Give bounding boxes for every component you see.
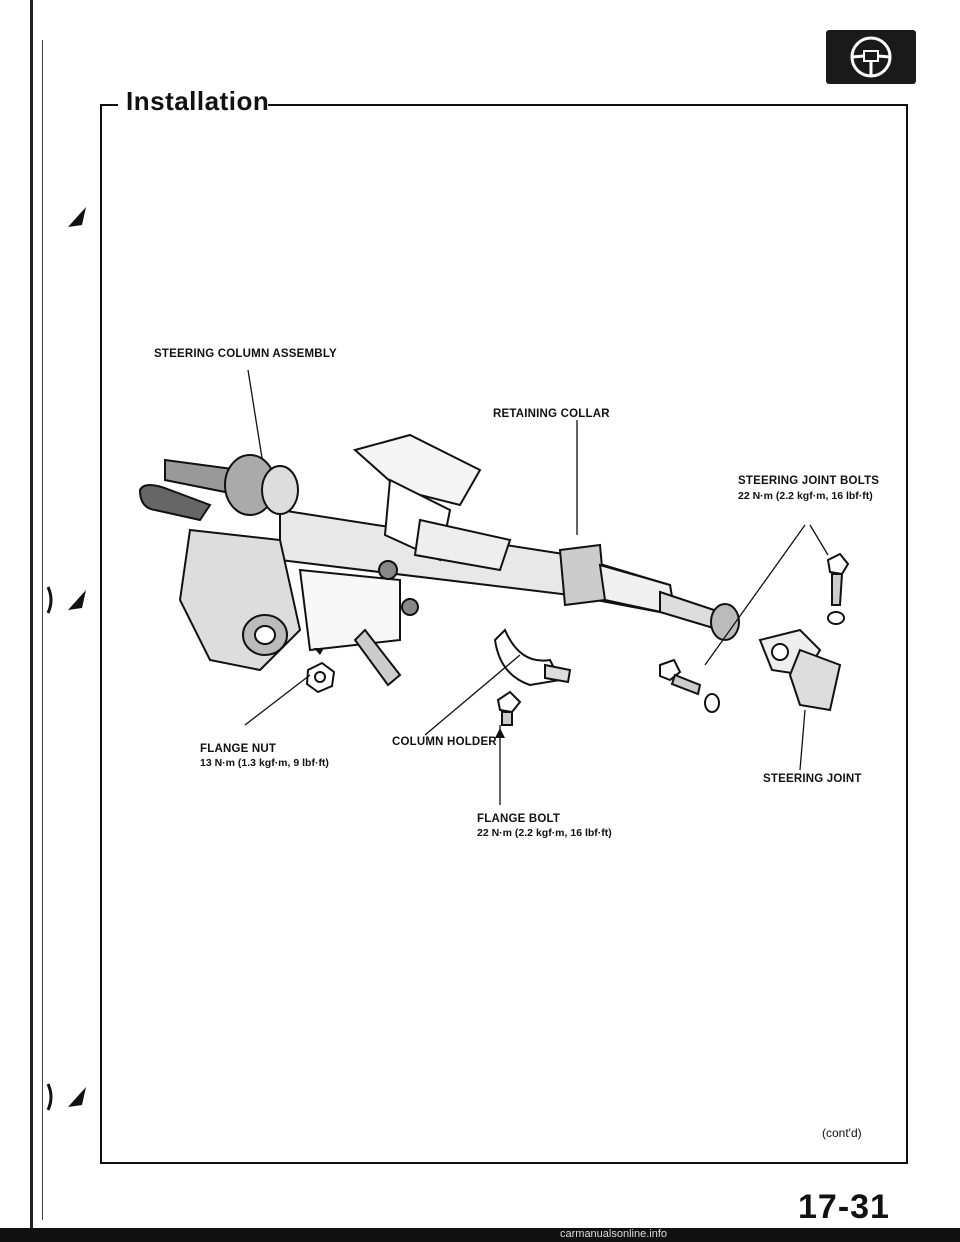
section-frame bbox=[100, 104, 908, 1164]
label-steering-joint-bolts: STEERING JOINT BOLTS bbox=[738, 475, 880, 487]
footer-bar bbox=[0, 1228, 960, 1242]
margin-arrow-icon bbox=[68, 207, 86, 227]
watermark: carmanualsonline.info bbox=[560, 1228, 668, 1240]
frame-top-edge bbox=[100, 104, 118, 106]
continued-note: (cont'd) bbox=[822, 1126, 862, 1140]
scan-edge-line bbox=[42, 40, 43, 1220]
label-steering-joint: STEERING JOINT bbox=[763, 773, 862, 785]
torque-steering-joint-bolts: 22 N·m (2.2 kgf·m, 16 lbf·ft) bbox=[738, 490, 873, 502]
margin-arrow-icon bbox=[68, 590, 86, 610]
steering-column-illustration bbox=[138, 369, 850, 805]
torque-flange-nut: 13 N·m (1.3 kgf·m, 9 lbf·ft) bbox=[200, 757, 329, 769]
label-column-holder: COLUMN HOLDER bbox=[392, 736, 497, 748]
torque-flange-bolt: 22 N·m (2.2 kgf·m, 16 lbf·ft) bbox=[477, 827, 612, 839]
steering-wheel-icon bbox=[850, 36, 892, 78]
scan-edge-bar bbox=[30, 0, 33, 1242]
label-flange-nut: FLANGE NUT bbox=[200, 743, 277, 755]
frame-top-edge bbox=[268, 104, 908, 106]
page-number: 17-31 bbox=[798, 1188, 890, 1226]
margin-tick-icon bbox=[46, 586, 53, 614]
margin-tick-icon bbox=[46, 1083, 53, 1111]
section-title: Installation bbox=[126, 86, 270, 116]
label-flange-bolt: FLANGE BOLT bbox=[477, 813, 561, 825]
section-logo bbox=[826, 30, 916, 84]
label-steering-column-assembly: STEERING COLUMN ASSEMBLY bbox=[154, 348, 337, 360]
label-retaining-collar: RETAINING COLLAR bbox=[493, 408, 610, 420]
margin-arrow-icon bbox=[68, 1087, 86, 1107]
